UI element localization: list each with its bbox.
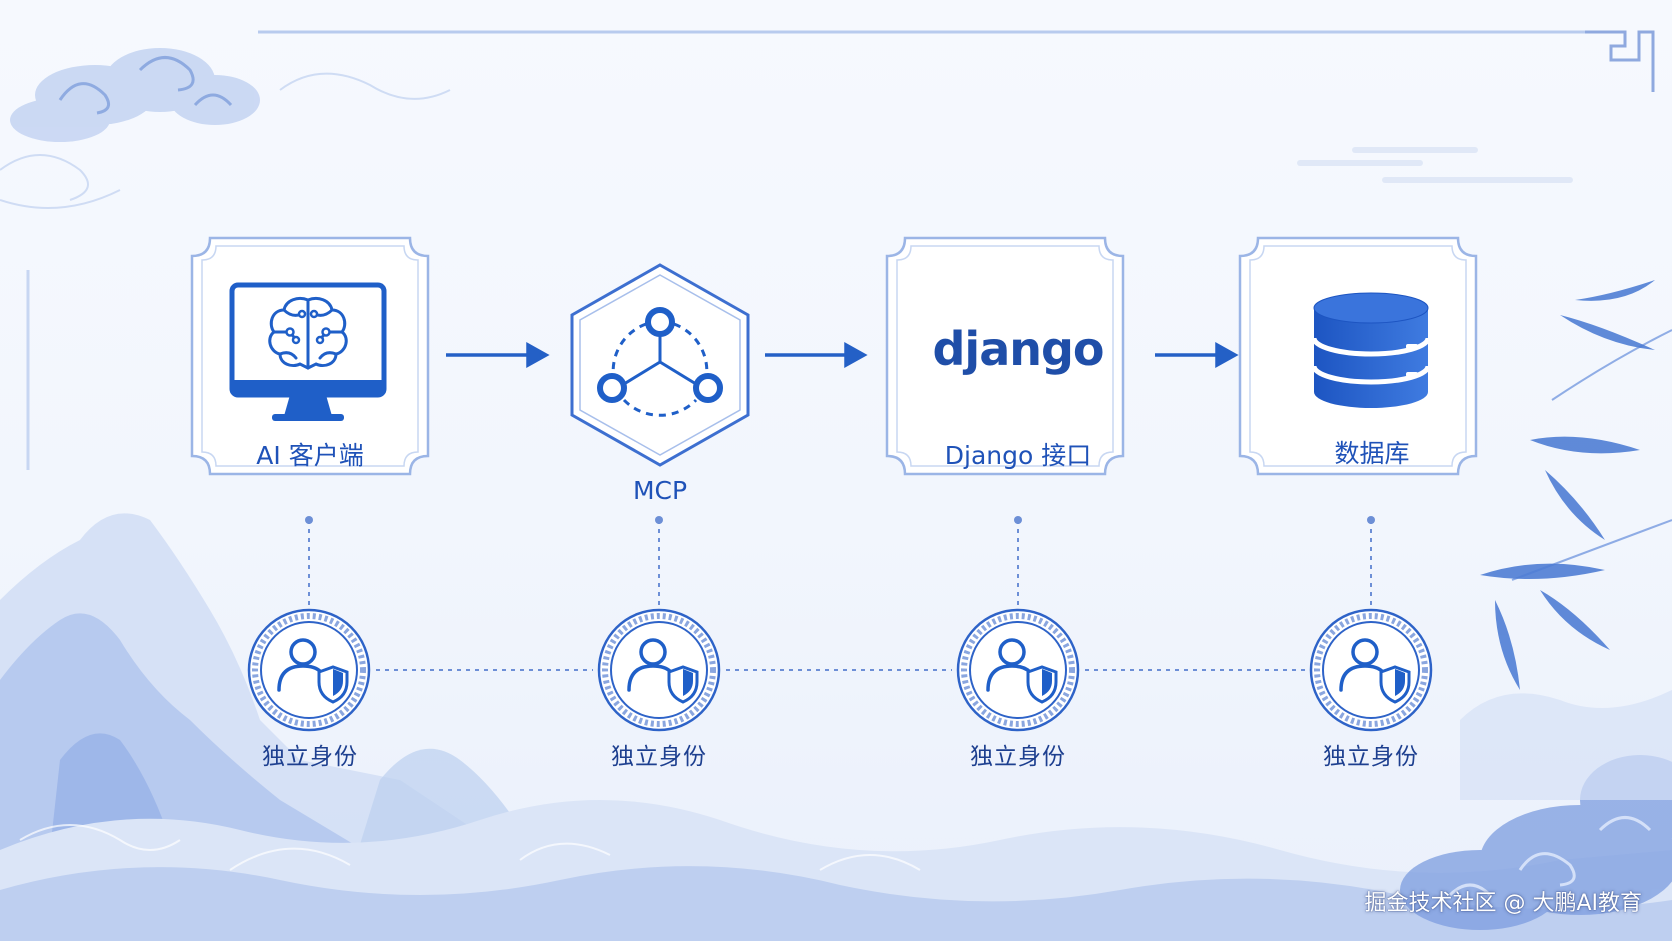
identity-label-ai-client: 独立身份 xyxy=(262,744,358,770)
mcp-label: MCP xyxy=(632,476,688,505)
identity-label-django: 独立身份 xyxy=(970,744,1066,770)
identity-label-mcp: 独立身份 xyxy=(611,744,707,770)
ai-brain-monitor-icon xyxy=(229,282,387,421)
user-shield-icon xyxy=(247,608,371,732)
django-api-label: Django 接口 xyxy=(944,441,1092,470)
user-shield-icon xyxy=(1309,608,1433,732)
database-label: 数据库 xyxy=(1334,439,1410,468)
database-icon xyxy=(1311,292,1431,408)
user-shield-icon xyxy=(597,608,721,732)
mcp-network-hexagon-icon xyxy=(597,307,723,417)
identity-label-database: 独立身份 xyxy=(1323,744,1419,770)
django-logo: django xyxy=(932,322,1104,376)
watermark: 掘金技术社区 @ 大鹏AI教育 xyxy=(1364,891,1642,916)
user-shield-icon xyxy=(956,608,1080,732)
ai-client-label: AI 客户端 xyxy=(256,441,364,470)
